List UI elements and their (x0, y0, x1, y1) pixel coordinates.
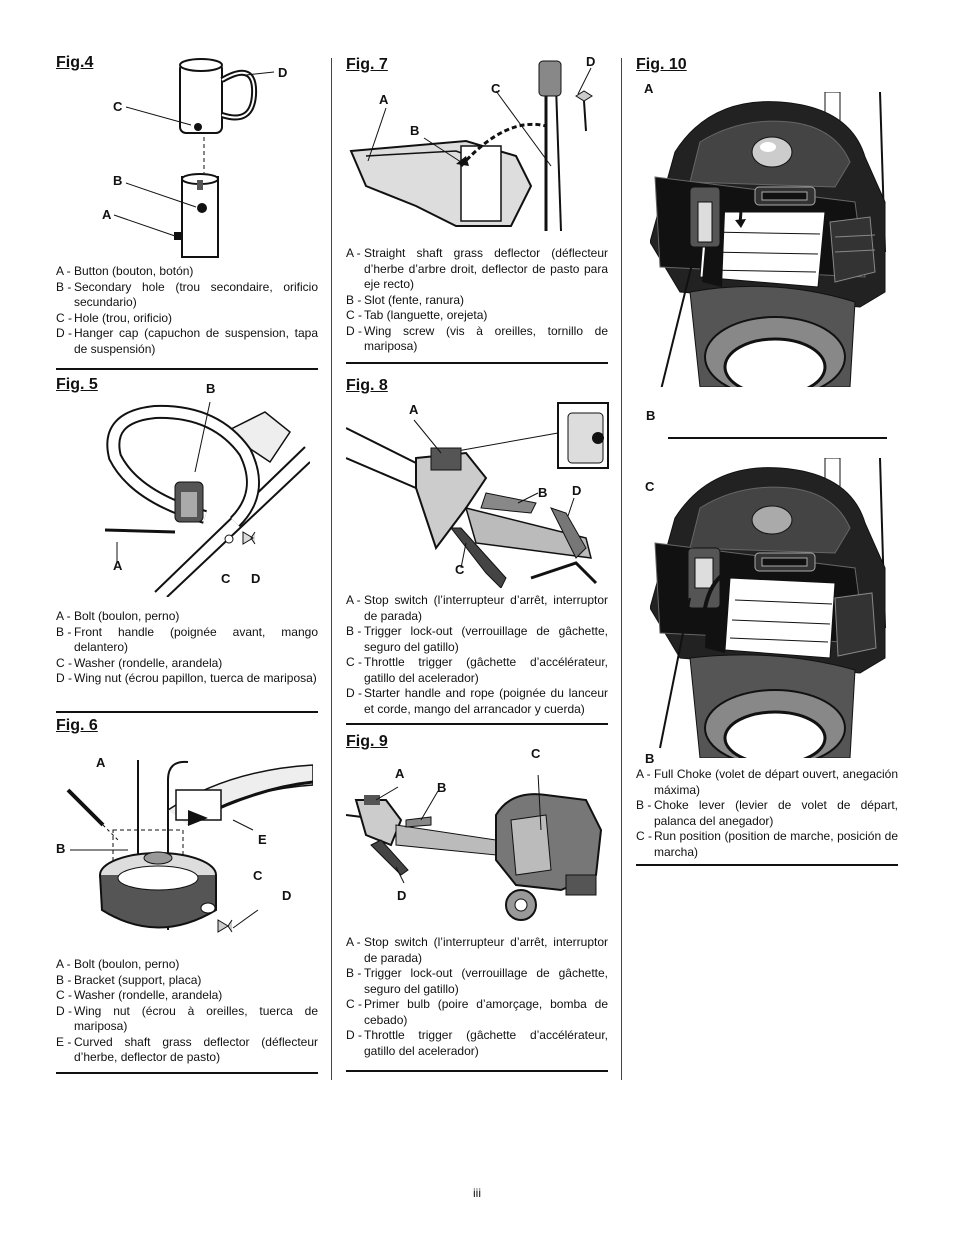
legend-item: D -Hanger cap (capuchon de suspension, t… (56, 326, 318, 356)
section-rule (636, 864, 898, 866)
fig5-callout-d: D (251, 571, 261, 586)
legend-item: A -Stop switch (l’interrupteur d’arrêt, … (346, 935, 608, 965)
legend-item: B -Trigger lock-out (verrouillage de gâc… (346, 966, 608, 996)
legend-item: B -Trigger lock-out (verrouillage de gâc… (346, 624, 608, 654)
fig9-callout-c: C (531, 746, 541, 761)
fig9-callout-a: A (395, 766, 405, 781)
fig10-legend: A -Full Choke (volet de départ ouvert, a… (636, 767, 898, 860)
fig4-callout-d: D (278, 65, 288, 80)
fig7-callout-c: C (491, 81, 501, 96)
legend-item: D -Starter handle and rope (poignée du l… (346, 686, 608, 716)
legend-item: D -Wing screw (vis à oreilles, tornillo … (346, 323, 608, 354)
fig9-callout-d: D (397, 888, 407, 903)
legend-item: A -Bolt (boulon, perno) (56, 957, 180, 971)
fig7-callout-a: A (379, 92, 389, 107)
page-number: iii (473, 1186, 481, 1200)
section-rule (56, 1072, 318, 1074)
fig6-callout-b: B (56, 841, 66, 856)
fig8-legend: A -Stop switch (l’interrupteur d’arrêt, … (346, 593, 608, 717)
legend-item: D -Wing nut (écrou à oreilles, tuerca de… (56, 1003, 318, 1034)
fig10-callout-a: A (644, 81, 654, 96)
fig4-title: Fig.4 (56, 54, 94, 71)
section-rule (346, 723, 608, 725)
fig8-callout-b: B (538, 485, 548, 500)
fig9-callout-b: B (437, 780, 447, 795)
fig4-illustration (113, 58, 275, 258)
legend-item: E -Curved shaft grass deflector (déflect… (56, 1034, 318, 1065)
fig4-legend: A -Button (bouton, botón) B -Secondary h… (56, 264, 318, 357)
column-divider-2 (621, 58, 622, 1080)
fig8-callout-c: C (455, 562, 465, 577)
section-rule (668, 437, 887, 439)
fig10-callout-b1: B (646, 408, 656, 423)
fig10-engine-run-position (650, 458, 886, 758)
legend-item: A -Bolt (boulon, perno) (56, 609, 180, 623)
fig7-callout-d: D (586, 54, 596, 69)
fig4-callout-b: B (113, 173, 123, 188)
section-rule (346, 362, 608, 364)
legend-item: B -Choke lever (levier de volet de dépar… (636, 798, 898, 828)
fig8-illustration (346, 402, 609, 588)
fig6-callout-e: E (258, 832, 267, 847)
section-rule (56, 711, 318, 713)
fig6-title: Fig. 6 (56, 717, 98, 734)
fig7-illustration (349, 60, 593, 232)
fig5-illustration (104, 401, 310, 597)
fig8-callout-a: A (409, 402, 419, 417)
legend-item: C -Hole (trou, orificio) (56, 310, 173, 325)
fig5-callout-c: C (221, 571, 231, 586)
fig5-callout-b: B (206, 381, 216, 396)
fig9-title: Fig. 9 (346, 733, 388, 750)
legend-item: C -Tab (languette, orejeta) (346, 308, 488, 322)
legend-item: B -Bracket (support, placa) (56, 972, 202, 987)
fig7-callout-b: B (410, 123, 420, 138)
fig10-engine-full-choke (650, 92, 886, 387)
fig7-legend: A -Straight shaft grass deflector (défle… (346, 246, 608, 355)
legend-item: B -Front handle (poignée avant, mango de… (56, 624, 318, 655)
fig9-illustration (346, 775, 603, 921)
fig4-callout-c: C (113, 99, 123, 114)
legend-item: C -Throttle trigger (gâchette d’accéléra… (346, 655, 608, 685)
fig6-callout-c: C (253, 868, 263, 883)
legend-item: D -Throttle trigger (gâchette d’accéléra… (346, 1028, 608, 1058)
legend-item: A -Button (bouton, botón) (56, 264, 194, 278)
fig4-callout-a: A (102, 207, 112, 222)
legend-item: B -Secondary hole (trou secondaire, orif… (56, 279, 318, 310)
fig8-callout-d: D (572, 483, 582, 498)
fig10-callout-b2: B (645, 751, 655, 766)
fig10-callout-c: C (645, 479, 655, 494)
legend-item: A -Full Choke (volet de départ ouvert, a… (636, 767, 898, 797)
fig8-title: Fig. 8 (346, 377, 388, 394)
fig10-title: Fig. 10 (636, 56, 687, 73)
fig5-callout-a: A (113, 558, 123, 573)
fig9-legend: A -Stop switch (l’interrupteur d’arrêt, … (346, 935, 608, 1059)
fig6-callout-d: D (282, 888, 292, 903)
legend-item: A -Stop switch (l’interrupteur d’arrêt, … (346, 593, 608, 623)
legend-item: C -Washer (rondelle, arandela) (56, 655, 223, 670)
section-rule (346, 1070, 608, 1072)
legend-item: C -Run position (position de marche, pos… (636, 829, 898, 859)
legend-item: D -Wing nut (écrou papillon, tuerca de m… (56, 671, 317, 685)
fig6-illustration (66, 760, 313, 933)
fig5-title: Fig. 5 (56, 376, 98, 393)
legend-item: C -Washer (rondelle, arandela) (56, 988, 223, 1002)
fig7-title: Fig. 7 (346, 56, 388, 73)
legend-item: C -Primer bulb (poire d’amorçage, bomba … (346, 997, 608, 1027)
fig6-legend: A -Bolt (boulon, perno) B -Bracket (supp… (56, 957, 318, 1066)
fig6-callout-a: A (96, 755, 106, 770)
column-divider-1 (331, 58, 332, 1080)
legend-item: B -Slot (fente, ranura) (346, 292, 465, 307)
fig5-legend: A -Bolt (boulon, perno) B -Front handle … (56, 609, 318, 687)
section-rule (56, 368, 318, 370)
legend-item: A -Straight shaft grass deflector (défle… (346, 246, 608, 291)
